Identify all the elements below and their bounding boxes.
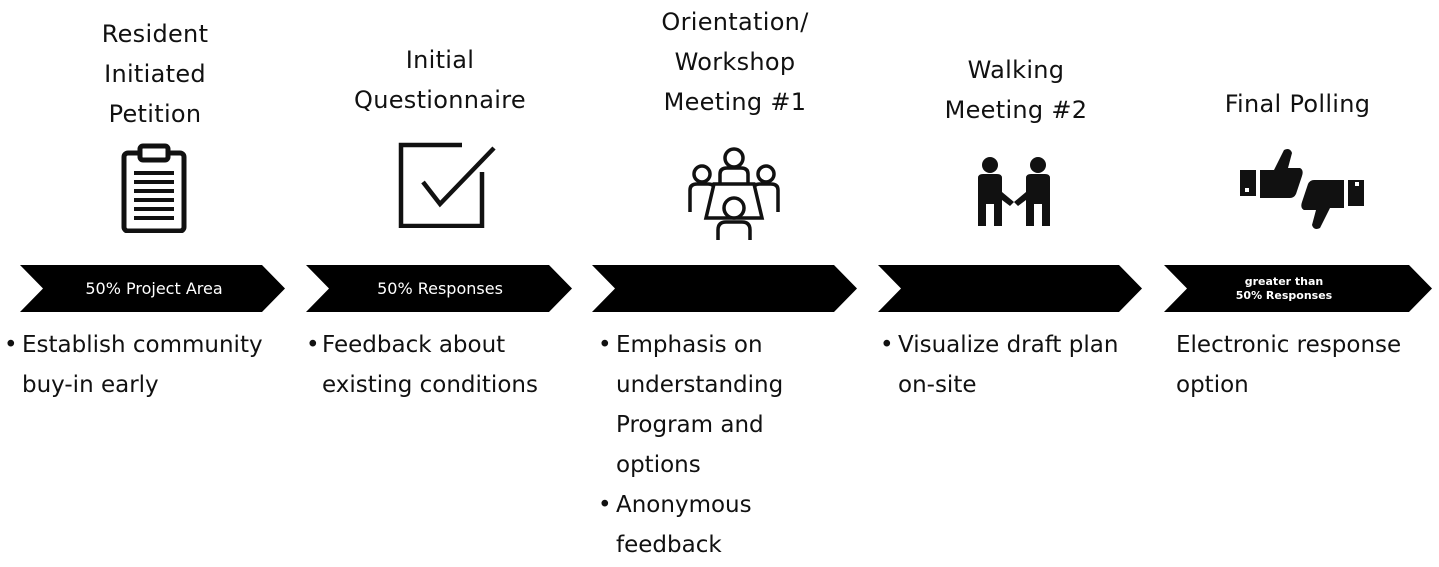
bullet-list: •Establish community buy-in early (4, 325, 294, 405)
clipboard-icon (121, 143, 187, 233)
bullet-text: Feedback about existing conditions (322, 332, 538, 398)
meeting-table-icon (688, 147, 780, 240)
chevron-arrow (306, 265, 572, 312)
step-initial-questionnaire: Initial Questionnaire 50% Responses •Fee… (290, 0, 580, 567)
step-description: Electronic response option (1176, 332, 1402, 398)
bullet-item: •Anonymous feedback (598, 492, 752, 558)
chevron-label: 50% Responses (377, 278, 503, 298)
step-title: Initial Questionnaire (354, 46, 526, 114)
chevron-arrow (20, 265, 285, 312)
bullet-item: •Establish community buy-in early (4, 332, 263, 398)
bullet-list: •Emphasis on understanding Program and o… (598, 325, 828, 565)
step-final-polling: Final Polling greater than 50% Responses… (1156, 0, 1439, 567)
bullet-item: •Feedback about existing conditions (306, 332, 538, 398)
step-title: Orientation/ Workshop Meeting #1 (661, 8, 809, 116)
step-walking-meeting: Walking Meeting #2 •Visualize draft plan… (866, 0, 1156, 567)
bullet-text: Anonymous feedback (616, 492, 752, 558)
chevron-label: greater than 50% Responses (1235, 274, 1333, 302)
bullet-text: Emphasis on understanding Program and op… (616, 332, 784, 478)
step-resident-petition: Resident Initiated Petition 50% Project … (0, 0, 290, 567)
chevron-label: 50% Project Area (85, 278, 223, 298)
step-orientation-workshop: Orientation/ Workshop Meeting #1 •Emphas… (580, 0, 870, 567)
bullet-item: •Emphasis on understanding Program and o… (598, 332, 784, 478)
chevron-arrow (878, 265, 1142, 312)
step-title: Walking Meeting #2 (944, 56, 1088, 124)
bullet-list: •Visualize draft plan on-site (880, 325, 1130, 405)
step-title: Final Polling (1224, 90, 1371, 118)
bullet-text: Establish community buy-in early (22, 332, 263, 398)
thumbs-up-down-icon (1240, 149, 1364, 229)
chevron-arrow (592, 265, 857, 312)
bullet-item: •Visualize draft plan on-site (880, 332, 1119, 398)
handshake-icon (978, 157, 1050, 226)
chevron-arrow (1164, 265, 1432, 312)
step-title: Resident Initiated Petition (101, 20, 209, 128)
bullet-text: Visualize draft plan on-site (898, 332, 1119, 398)
checkbox-icon (398, 142, 496, 228)
bullet-list: •Feedback about existing conditions (306, 325, 581, 405)
